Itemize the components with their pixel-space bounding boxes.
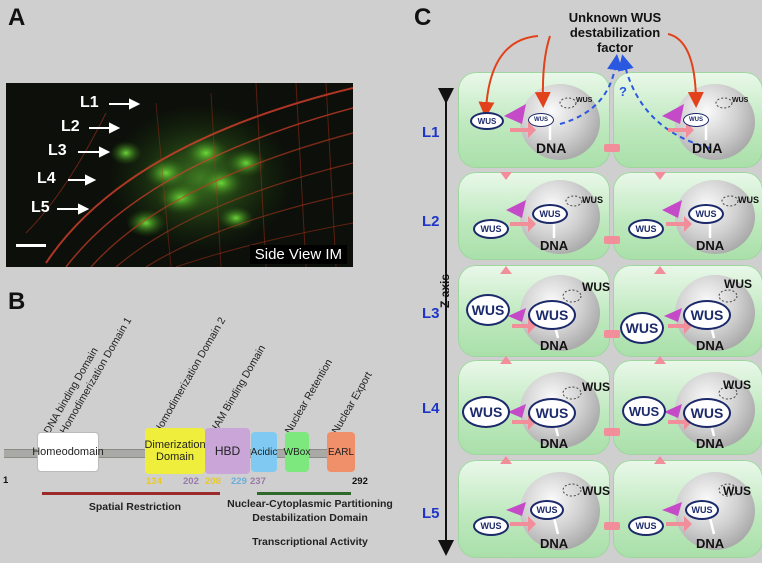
domain-acidic: Acidic	[251, 432, 277, 472]
panel-letter-a: A	[8, 4, 26, 31]
wus-cyto-l1-left: WUS	[470, 112, 504, 130]
position-208: 208	[205, 476, 221, 487]
wus-text-l3-right: WUS	[724, 277, 752, 291]
position-292: 292	[352, 476, 368, 487]
wus-cyto-l2-right: WUS	[628, 219, 664, 239]
micro-label-l1: L1	[80, 94, 99, 111]
dna-l5-left: DNA	[540, 536, 569, 551]
panel-letter-b: B	[8, 288, 26, 315]
layer-label-l3: L3	[422, 305, 440, 322]
wus-cyto-l2-left: WUS	[473, 219, 509, 239]
spatial-restriction-bar	[42, 492, 220, 495]
dna-l3-right: DNA	[696, 338, 725, 353]
micrograph-texture	[25, 83, 353, 267]
wus-text-l4-right: WUS	[723, 378, 751, 392]
domain-hbd: HBD	[205, 428, 250, 474]
wus-cyto-l4-left: WUS	[462, 396, 510, 428]
transcription-label: Transcriptional Activity	[252, 536, 368, 548]
annotation-homodimerization-1: Homodimerization Domain 1	[57, 315, 135, 436]
wus-model-diagram: Unknown WUS destabilization factor	[400, 0, 762, 563]
panel-letter-c: C	[414, 4, 432, 31]
z-axis-label: Z axis	[438, 273, 452, 308]
layer-label-l5: L5	[422, 505, 440, 522]
dna-l3-left: DNA	[540, 338, 569, 353]
wus-cyto-l3-right: WUS	[620, 312, 664, 344]
wus-cyto-l5-right: WUS	[628, 516, 664, 536]
annotation-nuclear-retention: Nuclear Retention	[282, 357, 336, 436]
wus-text-l2-right: WUS	[738, 195, 759, 205]
wus-nuc-l5-right: WUS	[685, 500, 719, 520]
wus-cyto-l5-left: WUS	[473, 516, 509, 536]
factor-label: Unknown WUS destabilization factor	[535, 10, 695, 55]
micro-label-l2: L2	[61, 118, 80, 135]
domain-map: DNA binding Domain Homodimerization Doma…	[0, 290, 400, 563]
wus-cyto-l3-left: WUS	[466, 294, 510, 326]
position-229: 229	[231, 476, 247, 487]
position-202: 202	[183, 476, 199, 487]
layer-label-l2: L2	[422, 213, 440, 230]
micrograph-image: L1 L2 L3 L4 L5 Side View IM	[6, 83, 353, 267]
domain-earl: EARL	[327, 432, 355, 472]
question-mark: ?	[619, 84, 627, 99]
position-237: 237	[250, 476, 266, 487]
factor-line-3: factor	[596, 40, 634, 55]
wus-text-l3-left: WUS	[582, 280, 610, 294]
position-134: 134	[146, 476, 162, 487]
wus-cyto-l4-right: WUS	[622, 396, 666, 426]
side-view-label: Side View IM	[249, 245, 347, 264]
domain-dimerization-line1: Dimerization	[144, 439, 206, 451]
domain-homeodomain: Homeodomain	[32, 432, 104, 472]
dna-l2-left: DNA	[540, 238, 569, 253]
micro-label-l4: L4	[37, 170, 56, 187]
partitioning-bar	[257, 492, 351, 495]
position-1: 1	[3, 475, 9, 486]
scale-bar	[16, 244, 46, 247]
wus-nuc-l3-left: WUS	[528, 300, 576, 330]
wus-nuc-l4-right: WUS	[683, 398, 731, 428]
model-arrows	[438, 33, 739, 556]
dna-l4-right: DNA	[696, 436, 725, 451]
dna-l5-right: DNA	[696, 536, 725, 551]
wus-nuc-l2-right: WUS	[688, 204, 724, 224]
dna-l1-left: DNA	[536, 140, 567, 156]
wus-nuc-l4-left: WUS	[528, 398, 576, 428]
domain-dimerization-line2: Domain	[156, 451, 194, 463]
wus-nuc-l1-right: WUS	[683, 113, 709, 127]
spatial-restriction-label: Spatial Restriction	[88, 501, 182, 513]
dna-l2-right: DNA	[696, 238, 725, 253]
wus-text-l1-right: WUS	[732, 97, 749, 104]
partitioning-label-1: Nuclear-Cytoplasmic Partitioning	[227, 498, 393, 510]
wus-nuc-l2-left: WUS	[532, 204, 568, 224]
wus-nuc-l1-left: WUS	[528, 113, 554, 127]
wus-text-l2-left: WUS	[582, 195, 603, 205]
wus-text-l5-right: WUS	[723, 484, 751, 498]
wus-text-l4-left: WUS	[582, 380, 610, 394]
partitioning-label-2: Destabilization Domain	[252, 512, 368, 524]
domain-wbox: WBox	[284, 432, 310, 472]
wus-nuc-l3-right: WUS	[683, 300, 731, 330]
wus-nuc-l5-left: WUS	[530, 500, 564, 520]
annotation-nuclear-export: Nuclear Export	[329, 369, 375, 436]
dna-l1-right: DNA	[692, 140, 723, 156]
micro-label-l5: L5	[31, 199, 50, 216]
layer-label-l1: L1	[422, 124, 440, 141]
wus-text-l1-left: WUS	[576, 97, 593, 104]
dna-l4-left: DNA	[540, 436, 569, 451]
domain-dimerization: Dimerization Domain	[144, 428, 206, 474]
layer-label-l4: L4	[422, 400, 440, 417]
wus-text-l5-left: WUS	[582, 484, 610, 498]
factor-line-2: destabilization	[569, 25, 661, 40]
factor-line-1: Unknown WUS	[568, 10, 662, 25]
annotation-ham-binding: HAM Binding Domain	[207, 343, 269, 436]
micro-label-l3: L3	[48, 142, 67, 159]
